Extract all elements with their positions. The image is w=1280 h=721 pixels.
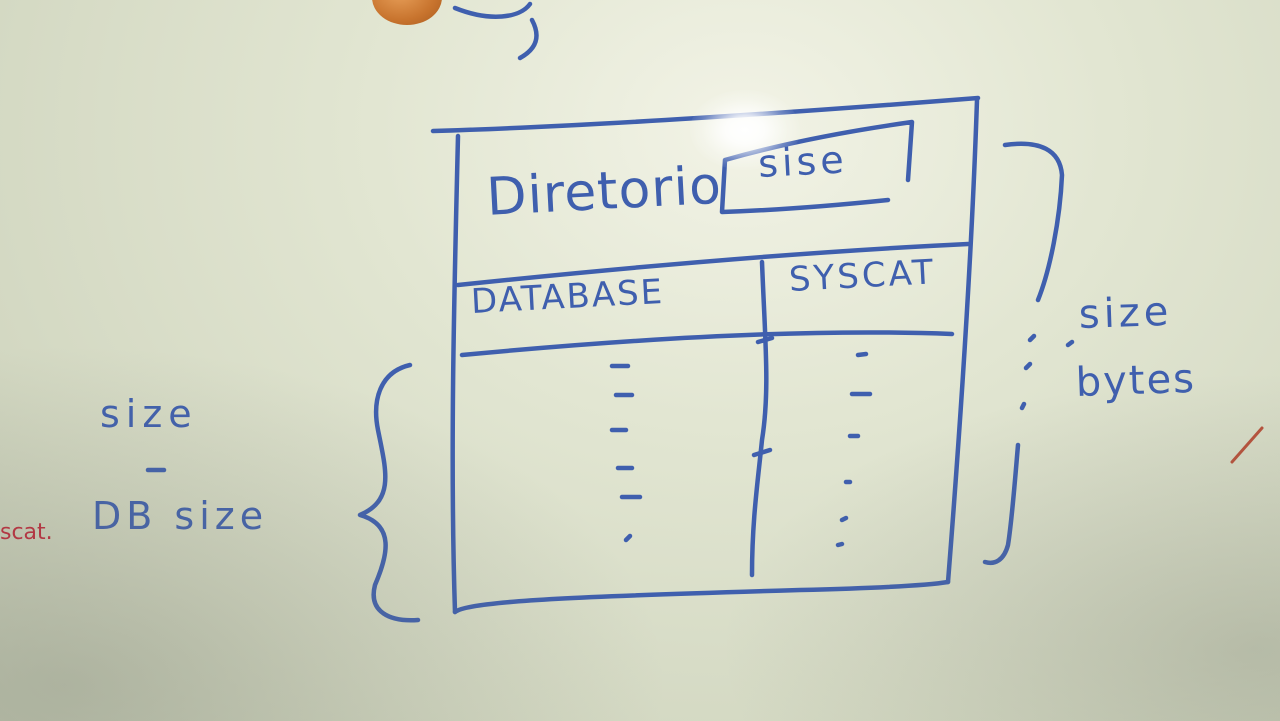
table-bottom-edge — [452, 579, 951, 615]
left-annotation-prefix: scat. — [0, 520, 53, 545]
dot-marks-right — [835, 351, 873, 548]
table-title: Diretorio — [485, 155, 724, 228]
top-squiggle — [452, 1, 539, 61]
right-bracket — [1002, 141, 1065, 303]
red-mark — [1230, 426, 1264, 464]
right-annotation-bytes: bytes — [1075, 355, 1197, 406]
right-annotation-size: size — [1078, 288, 1174, 338]
left-curly-brace — [357, 362, 421, 623]
header-separator — [455, 241, 971, 288]
title-box-label: sise — [757, 137, 849, 186]
left-annotation-size: size — [100, 392, 198, 436]
column-header-underline — [459, 330, 955, 358]
table-right-edge — [945, 97, 980, 585]
table-left-edge — [450, 133, 461, 615]
dot-marks-left — [609, 363, 643, 543]
right-bracket-lower — [982, 442, 1021, 565]
column-divider-tick-2 — [751, 447, 773, 458]
left-annotation-dbsize: DB size — [92, 494, 269, 538]
dot-marks-bracket — [1019, 333, 1075, 411]
column-header-syscat: SYSCAT — [788, 252, 937, 300]
column-divider-tick-1 — [755, 335, 775, 345]
column-divider — [749, 259, 769, 578]
